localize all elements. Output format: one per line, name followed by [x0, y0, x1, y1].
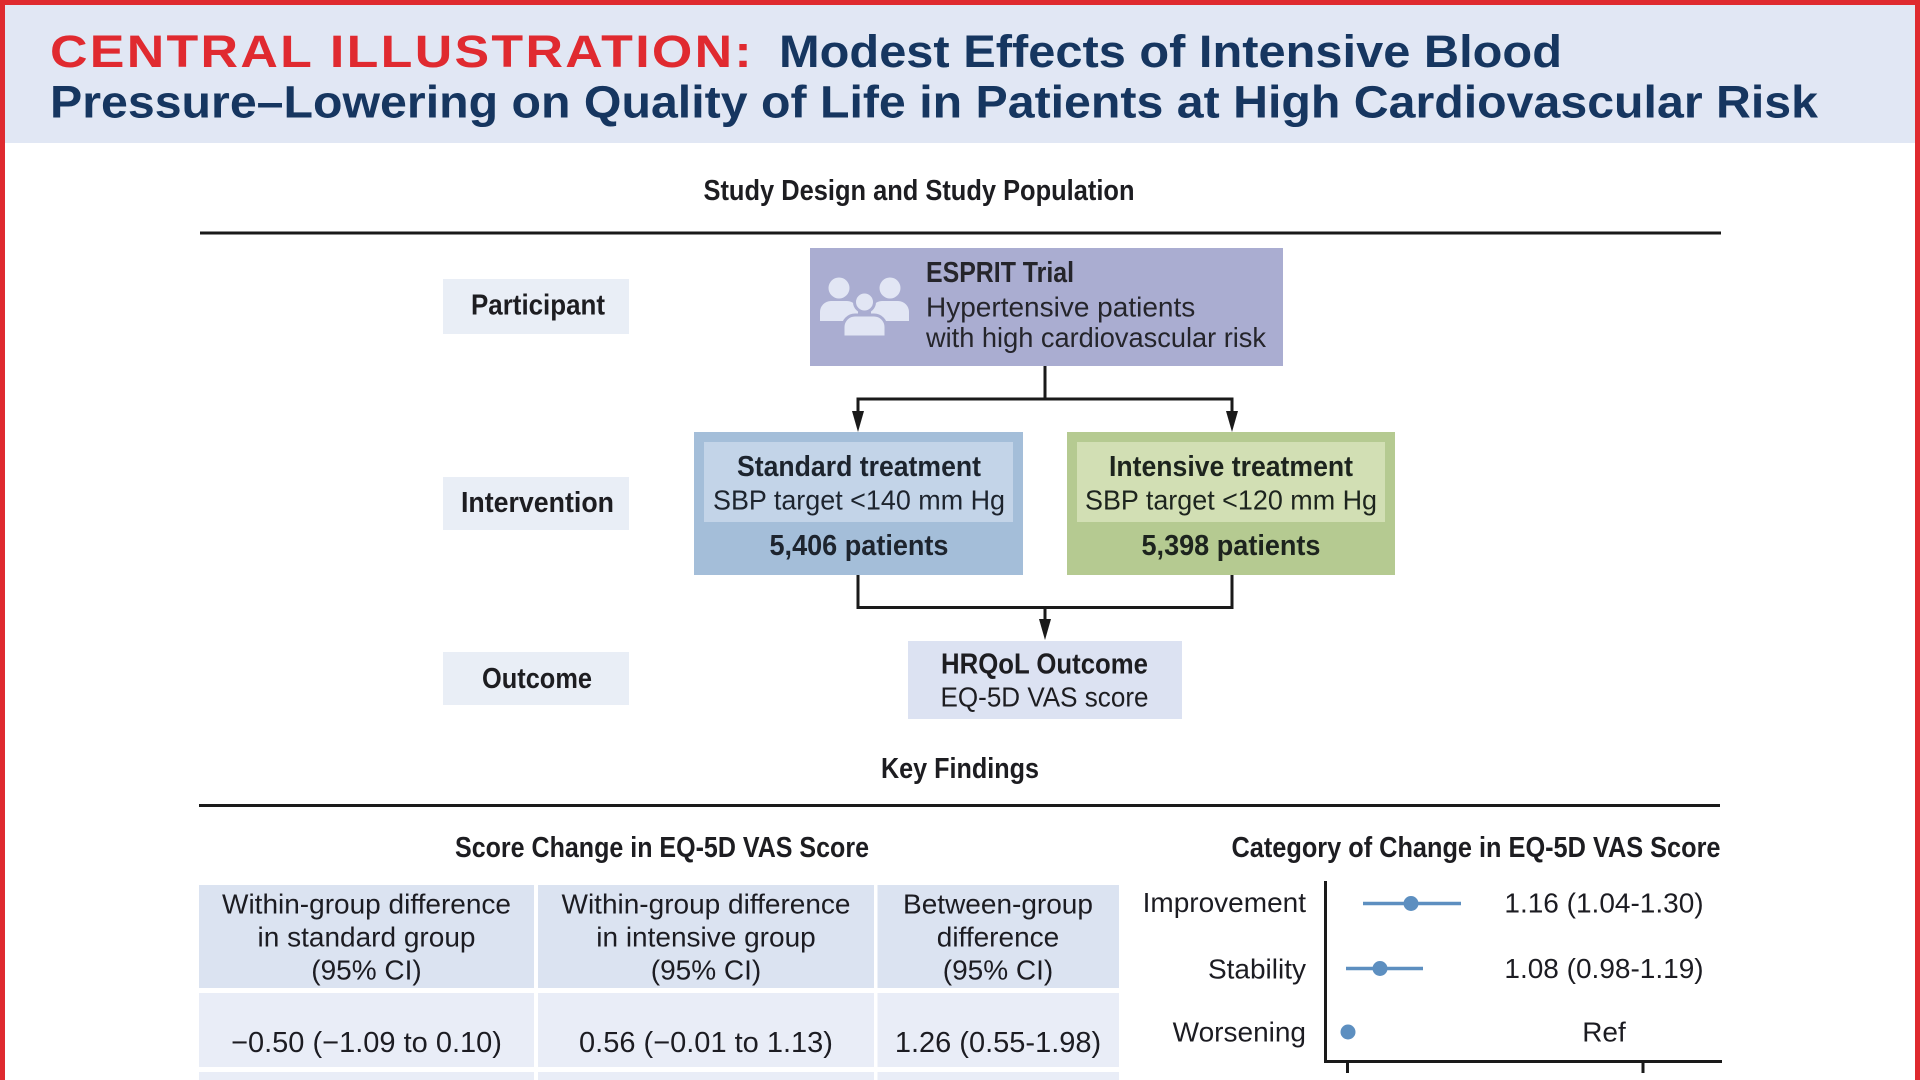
svg-text:Within-group difference: Within-group difference	[562, 889, 851, 920]
svg-text:in standard group: in standard group	[258, 922, 476, 953]
svg-text:Ref: Ref	[1582, 1017, 1626, 1048]
svg-text:Intensive treatment: Intensive treatment	[1109, 451, 1353, 483]
svg-text:in intensive group: in intensive group	[596, 922, 815, 953]
svg-text:Category of Change in EQ-5D VA: Category of Change in EQ-5D VAS Score	[1232, 832, 1721, 864]
svg-text:HRQoL Outcome: HRQoL Outcome	[941, 649, 1148, 681]
svg-text:5,406 patients: 5,406 patients	[770, 530, 949, 562]
svg-text:1.16 (1.04-1.30): 1.16 (1.04-1.30)	[1504, 888, 1703, 919]
svg-text:Intervention: Intervention	[461, 487, 614, 519]
svg-text:with high cardiovascular risk: with high cardiovascular risk	[925, 322, 1267, 353]
svg-text:Key Findings: Key Findings	[881, 753, 1039, 785]
svg-text:ESPRIT Trial: ESPRIT Trial	[926, 257, 1074, 289]
svg-text:EQ-5D VAS score: EQ-5D VAS score	[941, 682, 1149, 713]
svg-text:CENTRAL ILLUSTRATION:: CENTRAL ILLUSTRATION:	[50, 26, 754, 77]
svg-text:(95% CI): (95% CI)	[311, 955, 421, 986]
svg-text:1.26 (0.55-1.98): 1.26 (0.55-1.98)	[895, 1027, 1101, 1059]
svg-text:Hypertensive patients: Hypertensive patients	[926, 292, 1195, 323]
svg-text:SBP target <140 mm Hg: SBP target <140 mm Hg	[713, 485, 1005, 516]
svg-text:Improvement: Improvement	[1143, 887, 1307, 918]
svg-text:(95% CI): (95% CI)	[943, 955, 1053, 986]
svg-text:Between-group: Between-group	[903, 889, 1093, 920]
svg-text:Standard treatment: Standard treatment	[737, 451, 981, 483]
svg-text:Modest Effects of Intensive Bl: Modest Effects of Intensive Blood	[779, 26, 1562, 77]
svg-text:Study Design and Study Populat: Study Design and Study Population	[704, 175, 1135, 207]
svg-text:5,398 patients: 5,398 patients	[1142, 530, 1321, 562]
svg-text:0.56 (−0.01 to 1.13): 0.56 (−0.01 to 1.13)	[579, 1027, 833, 1059]
svg-text:−0.50 (−1.09 to 0.10): −0.50 (−1.09 to 0.10)	[231, 1027, 502, 1059]
svg-text:SBP target <120 mm Hg: SBP target <120 mm Hg	[1085, 485, 1377, 516]
svg-text:Participant: Participant	[471, 290, 605, 322]
svg-text:Stability: Stability	[1208, 954, 1306, 985]
svg-text:Within-group difference: Within-group difference	[222, 889, 511, 920]
svg-text:1.08 (0.98-1.19): 1.08 (0.98-1.19)	[1504, 953, 1703, 984]
svg-text:difference: difference	[937, 922, 1059, 953]
svg-text:Outcome: Outcome	[482, 663, 592, 695]
svg-text:Pressure–Lowering on Quality o: Pressure–Lowering on Quality of Life in …	[50, 77, 1819, 128]
svg-text:(95% CI): (95% CI)	[651, 955, 761, 986]
svg-text:Score Change in EQ-5D VAS Scor: Score Change in EQ-5D VAS Score	[455, 832, 869, 864]
svg-text:Worsening: Worsening	[1173, 1017, 1306, 1048]
